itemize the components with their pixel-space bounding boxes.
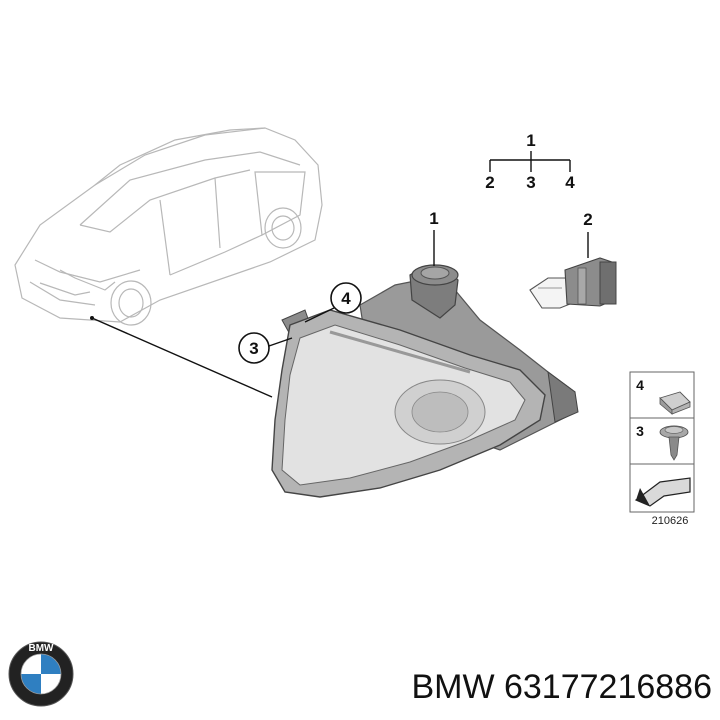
part-hierarchy-tree: 1 2 3 4 [485,131,575,192]
bulb-illustration [529,257,617,309]
bmw-logo: BMW [8,641,74,707]
small-parts-legend: 4 3 [629,371,695,513]
bmw-logo-text: BMW [29,643,55,654]
callout-screw-leader [268,337,293,347]
legend-clip-label: 4 [636,377,644,393]
callout-clip-circle [330,282,362,314]
callout-screw-label: 3 [249,339,258,358]
fog-lamp-illustration [271,264,579,498]
tree-root-label: 1 [526,131,535,150]
clip-nut-icon [659,391,691,415]
tree-child-label-1: 2 [485,173,494,192]
callout-clip-leader [304,307,335,323]
part-number-label: BMW 63177216886 [411,668,712,706]
callout-screw-circle [238,332,270,364]
callout-lamp-label: 1 [429,209,438,228]
diagram-code: 210626 [652,515,689,527]
car-location-marker [90,316,94,320]
tree-child-label-2: 3 [526,173,535,192]
screw-icon [659,425,689,461]
tree-child-label-3: 4 [565,173,575,192]
callout-clip-label: 4 [341,289,351,308]
car-to-lamp-leader [91,317,273,398]
callout-bulb-label: 2 [583,210,592,229]
direction-arrow-icon [634,477,691,507]
car-outline-illustration [14,127,323,326]
legend-screw-label: 3 [636,423,644,439]
